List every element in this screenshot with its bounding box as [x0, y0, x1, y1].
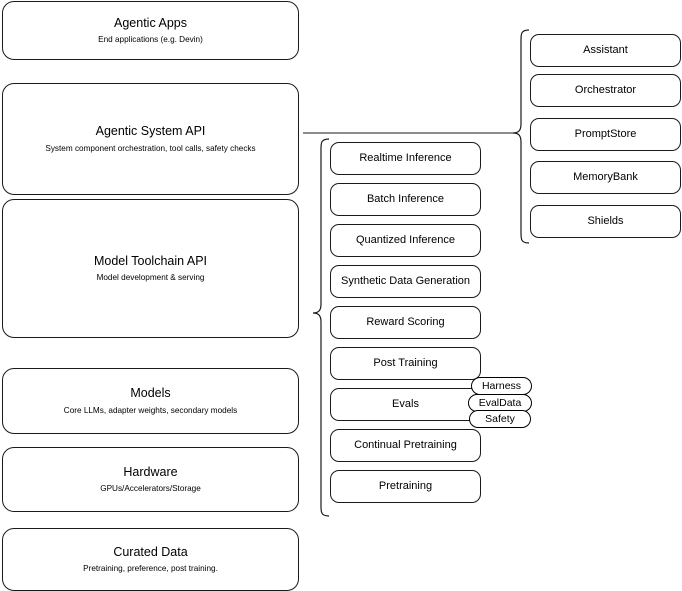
layer-hardware[interactable]: Hardware GPUs/Accelerators/Storage: [2, 447, 299, 512]
layer-subtitle: Pretraining, preference, post training.: [83, 564, 218, 574]
agentic-item-promptstore[interactable]: PromptStore: [530, 118, 681, 151]
toolchain-item-realtime-inference[interactable]: Realtime Inference: [330, 142, 481, 175]
toolchain-item-label: Batch Inference: [366, 192, 445, 205]
layer-curated-data[interactable]: Curated Data Pretraining, preference, po…: [2, 528, 299, 591]
agentic-item-memorybank[interactable]: MemoryBank: [530, 161, 681, 194]
layer-title: Models: [130, 386, 171, 401]
agentic-item-shields[interactable]: Shields: [530, 205, 681, 238]
layer-title: Hardware: [123, 464, 178, 479]
layer-subtitle: Model development & serving: [96, 273, 205, 283]
evals-badge-label: Safety: [485, 413, 515, 425]
toolchain-item-reward-scoring[interactable]: Reward Scoring: [330, 306, 481, 339]
toolchain-item-continual-pretraining[interactable]: Continual Pretraining: [330, 429, 481, 462]
evals-badge-label: EvalData: [478, 397, 522, 409]
toolchain-item-label: Synthetic Data Generation: [340, 274, 471, 287]
layer-agentic-apps[interactable]: Agentic Apps End applications (e.g. Devi…: [2, 1, 299, 60]
agentic-item-label: Orchestrator: [574, 83, 637, 96]
toolchain-item-label: Quantized Inference: [355, 233, 456, 246]
layer-subtitle: System component orchestration, tool cal…: [45, 143, 256, 153]
agentic-item-label: Assistant: [583, 43, 628, 56]
agentic-item-label: Shields: [587, 214, 624, 227]
agentic-item-label: MemoryBank: [573, 170, 638, 183]
toolchain-item-label: Pretraining: [378, 479, 433, 492]
toolchain-item-label: Post Training: [373, 356, 438, 369]
layer-title: Agentic Apps: [114, 15, 187, 30]
evals-badge-safety[interactable]: Safety: [469, 410, 531, 428]
layer-subtitle: Core LLMs, adapter weights, secondary mo…: [63, 405, 238, 415]
layer-subtitle: End applications (e.g. Devin): [98, 35, 203, 45]
toolchain-item-synthetic-data-generation[interactable]: Synthetic Data Generation: [330, 265, 481, 298]
agentic-item-label: PromptStore: [574, 127, 637, 140]
toolchain-item-label: Evals: [392, 397, 419, 410]
toolchain-item-post-training[interactable]: Post Training: [330, 347, 481, 380]
toolchain-item-label: Reward Scoring: [366, 315, 445, 328]
layer-title: Model Toolchain API: [93, 253, 208, 268]
toolchain-item-pretraining[interactable]: Pretraining: [330, 470, 481, 503]
layer-models[interactable]: Models Core LLMs, adapter weights, secon…: [2, 368, 299, 434]
agentic-item-orchestrator[interactable]: Orchestrator: [530, 74, 681, 107]
toolchain-item-evals[interactable]: Evals: [330, 388, 481, 421]
layer-model-toolchain-api[interactable]: Model Toolchain API Model development & …: [2, 199, 299, 338]
brace-agentic-group: [512, 29, 530, 244]
toolchain-item-label: Realtime Inference: [359, 151, 452, 164]
layer-title: Agentic System API: [95, 124, 206, 139]
toolchain-item-batch-inference[interactable]: Batch Inference: [330, 183, 481, 216]
layer-title: Curated Data: [113, 544, 188, 559]
evals-badge-label: Harness: [481, 380, 522, 392]
layer-subtitle: GPUs/Accelerators/Storage: [100, 484, 201, 494]
brace-toolchain-group: [312, 138, 330, 517]
evals-badge-harness[interactable]: Harness: [471, 377, 532, 395]
toolchain-item-quantized-inference[interactable]: Quantized Inference: [330, 224, 481, 257]
toolchain-item-label: Continual Pretraining: [354, 438, 457, 451]
agentic-item-assistant[interactable]: Assistant: [530, 34, 681, 67]
layer-agentic-system-api[interactable]: Agentic System API System component orch…: [2, 83, 299, 195]
